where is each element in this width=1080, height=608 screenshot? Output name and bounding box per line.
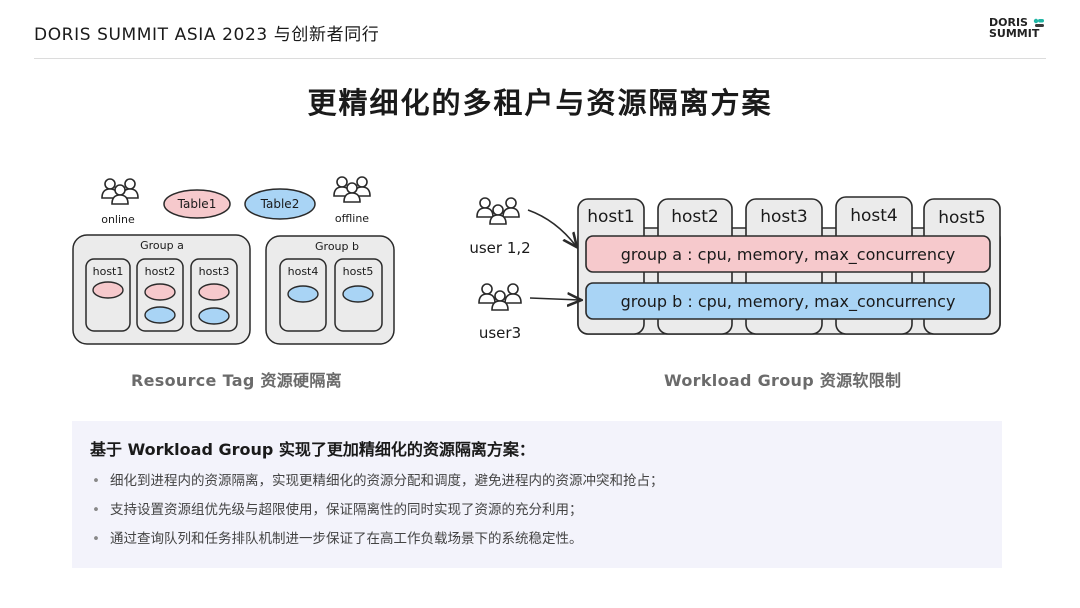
header-title: DORIS SUMMIT ASIA 2023 与创新者同行 xyxy=(34,25,380,45)
info-bullet-item: • 通过查询队列和任务排队机制进一步保证了在高工作负载场景下的系统稳定性。 xyxy=(90,529,664,558)
user-online-label: online xyxy=(101,213,135,226)
left-host4-label: host4 xyxy=(288,265,319,278)
table1-label: Table1 xyxy=(177,197,217,211)
table2-label: Table2 xyxy=(260,197,300,211)
info-bullet-list: • 细化到进程内的资源隔离，实现更精细化的资源分配和调度，避免进程内的资源冲突和抢… xyxy=(90,471,664,558)
user3-label: user3 xyxy=(479,324,521,342)
left-host2-pink-tablet xyxy=(144,283,176,301)
info-bullet-text: 支持设置资源组优先级与超限使用，保证隔离性的同时实现了资源的充分利用； xyxy=(110,502,583,518)
user-offline-label: offline xyxy=(335,212,369,225)
user-1-2-icon xyxy=(476,197,520,225)
right-host4-label: host4 xyxy=(850,206,898,226)
left-host1-pink-tablet xyxy=(92,281,124,299)
left-host3-pink-tablet xyxy=(198,283,230,301)
bullet-icon: • xyxy=(92,502,100,518)
page-title: 更精细化的多租户与资源隔离方案 xyxy=(307,86,773,120)
group-b-bar xyxy=(585,282,991,320)
group-a-bar xyxy=(585,235,991,273)
user3-arrow xyxy=(529,298,580,300)
right-host2-label: host2 xyxy=(671,207,719,227)
group-a-label: Group a xyxy=(140,239,184,252)
left-host4-blue-tablet xyxy=(287,285,319,303)
online-users-icon xyxy=(101,178,139,205)
left-host1-label: host1 xyxy=(93,265,124,278)
left-host2-label: host2 xyxy=(145,265,176,278)
info-panel: 基于 Workload Group 实现了更加精细化的资源隔离方案： • 细化到进… xyxy=(72,421,1002,568)
table2-ellipse xyxy=(244,188,316,220)
left-host2-blue-tablet xyxy=(144,306,176,324)
info-bullet-item: • 支持设置资源组优先级与超限使用，保证隔离性的同时实现了资源的充分利用； xyxy=(90,500,664,529)
user3-icon xyxy=(478,283,522,311)
bullet-icon: • xyxy=(92,531,100,547)
info-bullet-text: 细化到进程内的资源隔离，实现更精细化的资源分配和调度，避免进程内的资源冲突和抢占… xyxy=(110,473,664,489)
info-bullet-text: 通过查询队列和任务排队机制进一步保证了在高工作负载场景下的系统稳定性。 xyxy=(110,531,583,547)
left-host3-label: host3 xyxy=(199,265,230,278)
logo-line2: SUMMIT xyxy=(989,27,1040,40)
left-host3-blue-tablet xyxy=(198,307,230,325)
right-diagram-caption: Workload Group 资源软限制 xyxy=(664,371,902,390)
logo-line1: DORIS xyxy=(989,16,1028,29)
user-1-2-arrow xyxy=(527,209,576,246)
user-1-2-label: user 1,2 xyxy=(469,239,530,257)
right-host5-label: host5 xyxy=(938,208,986,228)
left-diagram-caption: Resource Tag 资源硬隔离 xyxy=(131,371,342,390)
group-b-label: Group b xyxy=(315,240,359,253)
right-host3-label: host3 xyxy=(760,207,808,227)
doris-summit-logo: DORIS SUMMIT xyxy=(989,17,1039,39)
left-host5-blue-tablet xyxy=(342,285,374,303)
left-host5-label: host5 xyxy=(343,265,374,278)
info-bullet-item: • 细化到进程内的资源隔离，实现更精细化的资源分配和调度，避免进程内的资源冲突和抢… xyxy=(90,471,664,500)
logo-mark-icon xyxy=(1033,18,1044,27)
offline-users-icon xyxy=(333,176,371,203)
table1-ellipse xyxy=(163,189,231,219)
info-heading: 基于 Workload Group 实现了更加精细化的资源隔离方案： xyxy=(90,440,535,459)
right-host1-label: host1 xyxy=(587,207,635,227)
header-divider xyxy=(34,58,1046,59)
bullet-icon: • xyxy=(92,473,100,489)
group-b-bar-label: group b : cpu, memory, max_concurrency xyxy=(621,292,956,312)
group-a-bar-label: group a : cpu, memory, max_concurrency xyxy=(621,245,956,265)
